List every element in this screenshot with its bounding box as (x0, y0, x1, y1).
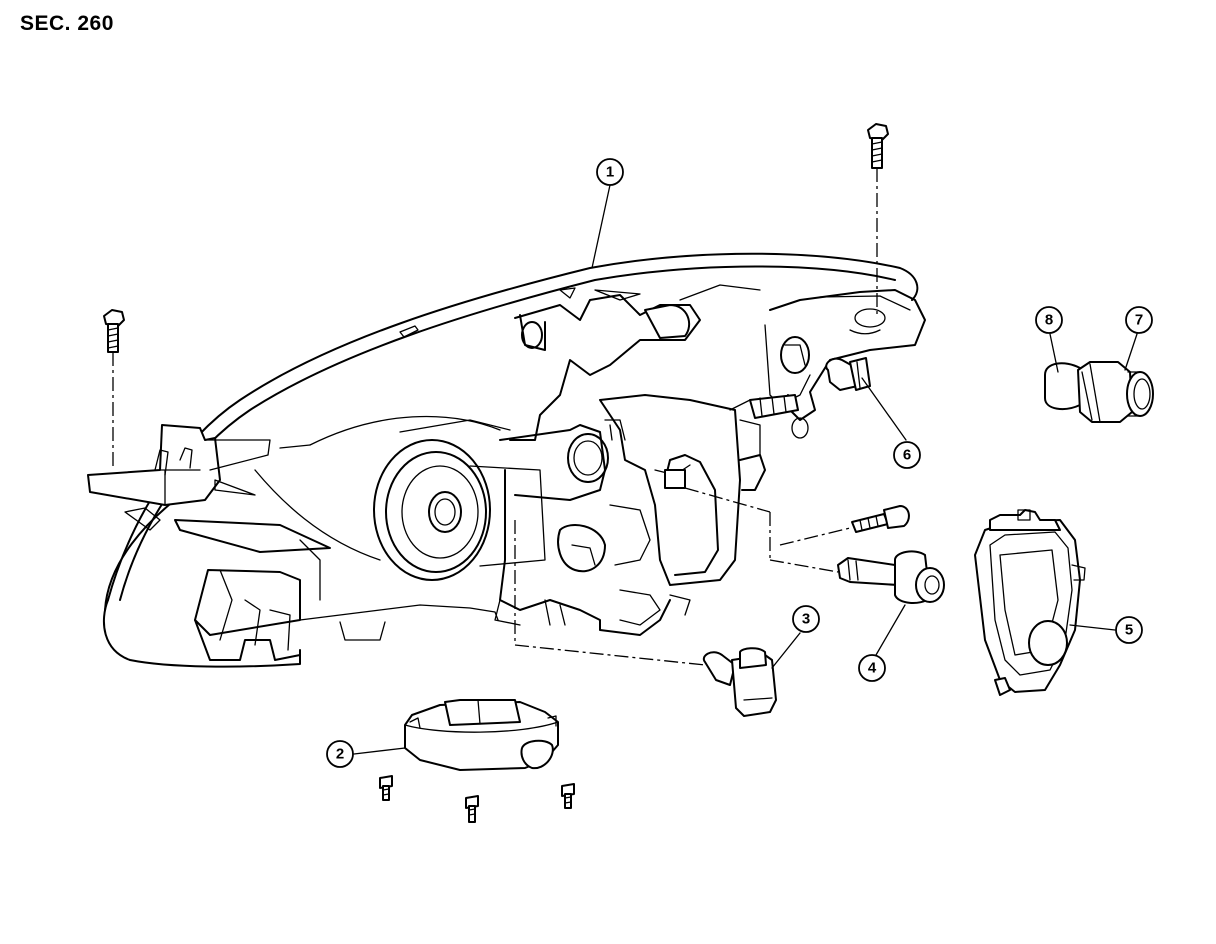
svg-text:7: 7 (1135, 312, 1143, 329)
callout-2: 2 (326, 740, 354, 768)
svg-text:2: 2 (336, 746, 344, 763)
part-3-bulb (514, 520, 777, 717)
svg-text:6: 6 (903, 447, 911, 464)
svg-text:4: 4 (868, 660, 877, 677)
part-8-bulb (1044, 362, 1081, 411)
callout-1: 1 (596, 158, 624, 186)
bolt-left (103, 309, 125, 470)
screw-lower-left (379, 775, 393, 801)
part-7-socket (1077, 361, 1154, 423)
callout-6: 6 (893, 441, 921, 469)
bolt-right (779, 505, 910, 546)
svg-text:3: 3 (802, 611, 810, 628)
part-4-bulb (684, 487, 945, 604)
callout-8: 8 (1035, 306, 1063, 334)
screw-lower-center (465, 795, 479, 823)
svg-text:1: 1 (606, 164, 614, 181)
leader-lines (353, 184, 1138, 755)
part-5-cover (974, 509, 1086, 696)
bolt-top (867, 123, 889, 318)
part-6-bulb (825, 357, 871, 391)
callout-7: 7 (1125, 306, 1153, 334)
section-label: SEC. 260 (20, 12, 114, 35)
svg-text:5: 5 (1125, 622, 1133, 639)
callout-5: 5 (1115, 616, 1143, 644)
svg-text:8: 8 (1045, 312, 1053, 329)
part-2-retainer (404, 699, 559, 771)
callout-4: 4 (858, 654, 886, 682)
headlamp-housing (87, 252, 926, 668)
screw-lower-right (561, 783, 575, 809)
callout-3: 3 (792, 605, 820, 633)
